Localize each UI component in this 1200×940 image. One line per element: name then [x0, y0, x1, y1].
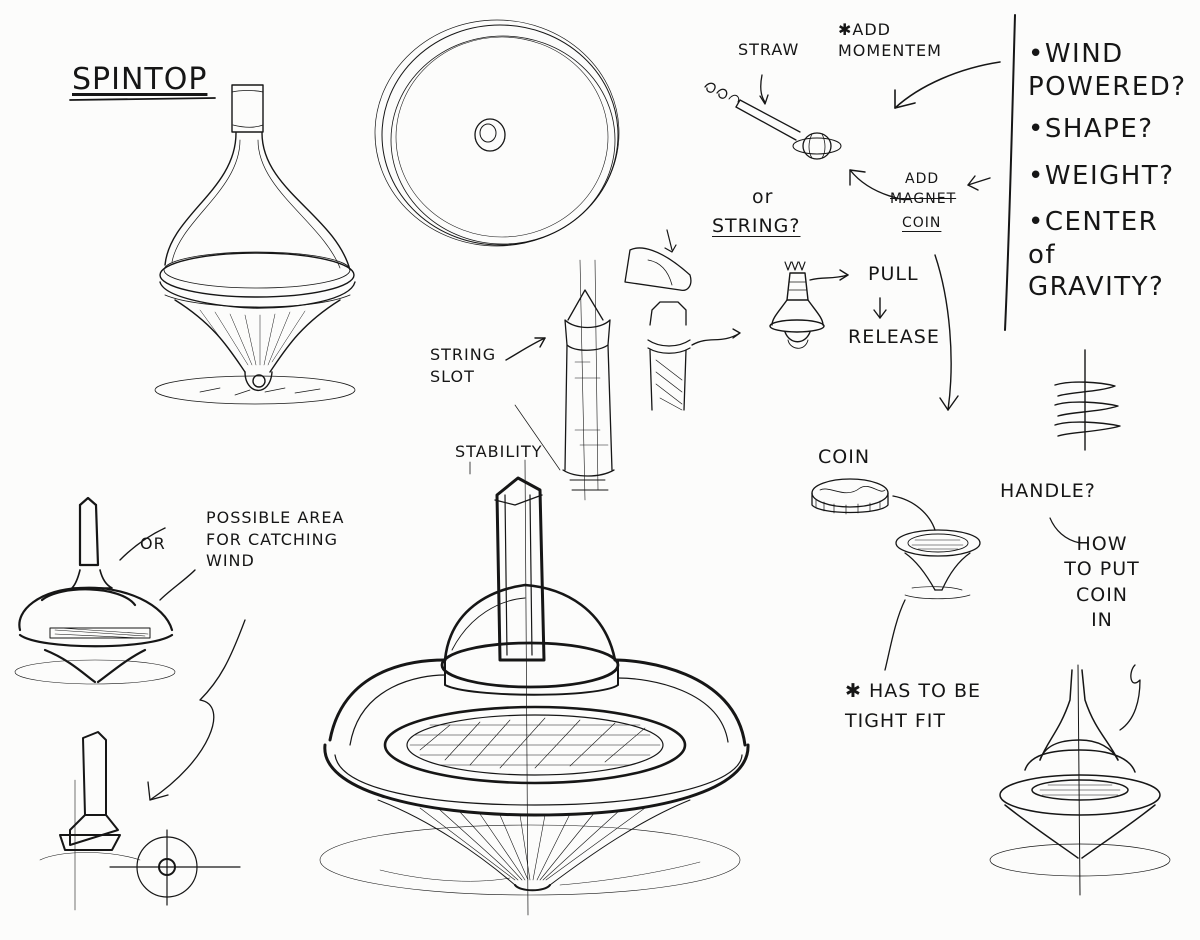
spintop-sketch-center: [320, 460, 748, 915]
questions-list: •WIND POWERED? •SHAPE? •WEIGHT? •CENTER …: [1028, 38, 1196, 304]
note-possible-area-text: POSSIBLE AREA FOR CATCHING WIND: [206, 508, 344, 570]
spintop-sketch-midleft: [15, 498, 195, 684]
note-add-momentum: ✱ADD MOMENTEM: [838, 20, 958, 62]
note-how-to-put-coin-in: HOW TO PUT COIN IN: [1062, 532, 1142, 633]
note-straw: STRAW: [738, 42, 799, 58]
note-how-to-put-coin-in-text: HOW TO PUT COIN IN: [1064, 533, 1140, 631]
note-stability: STABILITY: [455, 444, 543, 460]
note-possible-area: POSSIBLE AREA FOR CATCHING WIND: [206, 507, 356, 572]
question-item: •WIND POWERED?: [1028, 38, 1196, 103]
note-magnet-struck: MAGNET: [890, 192, 956, 206]
cross-section-small: [110, 830, 240, 905]
stem-sketch-bottomleft: [40, 732, 140, 910]
note-string-slot: STRING SLOT: [430, 344, 510, 387]
note-tight-fit: ✱ HAS TO BE TIGHT FIT: [845, 676, 1025, 737]
note-pull: PULL: [868, 265, 919, 284]
note-release: RELEASE: [848, 328, 940, 347]
spintop-sketch-topleft: [155, 85, 355, 404]
note-handle: HANDLE?: [1000, 482, 1096, 501]
note-coin-label: COIN: [902, 216, 941, 230]
top-view-circles: [375, 20, 619, 246]
page-divider: [1005, 15, 1015, 330]
note-or-1: or: [752, 188, 773, 207]
title-underline: [70, 98, 215, 100]
question-item: •SHAPE?: [1028, 113, 1196, 146]
note-add-momentum-text: ✱ADD MOMENTEM: [838, 20, 942, 60]
note-string-slot-text: STRING SLOT: [430, 345, 496, 386]
note-or-2: OR: [140, 536, 166, 552]
zigzag-arrow-left: [148, 620, 245, 800]
straw-sketch: [705, 75, 841, 159]
spring-handle-sketch: [1050, 350, 1120, 543]
question-item: •CENTER of GRAVITY?: [1028, 206, 1196, 304]
note-string: STRING?: [712, 217, 801, 236]
arrow-questions-left: [968, 176, 990, 190]
note-add: ADD: [905, 172, 939, 186]
sketch-title: SPINTOP: [72, 65, 207, 95]
note-coin: COIN: [818, 448, 870, 467]
arrow-add-momentum: [895, 62, 1000, 108]
question-item: •WEIGHT?: [1028, 160, 1196, 193]
coin-sketch: [812, 479, 980, 670]
note-tight-fit-text: ✱ HAS TO BE TIGHT FIT: [845, 680, 981, 732]
